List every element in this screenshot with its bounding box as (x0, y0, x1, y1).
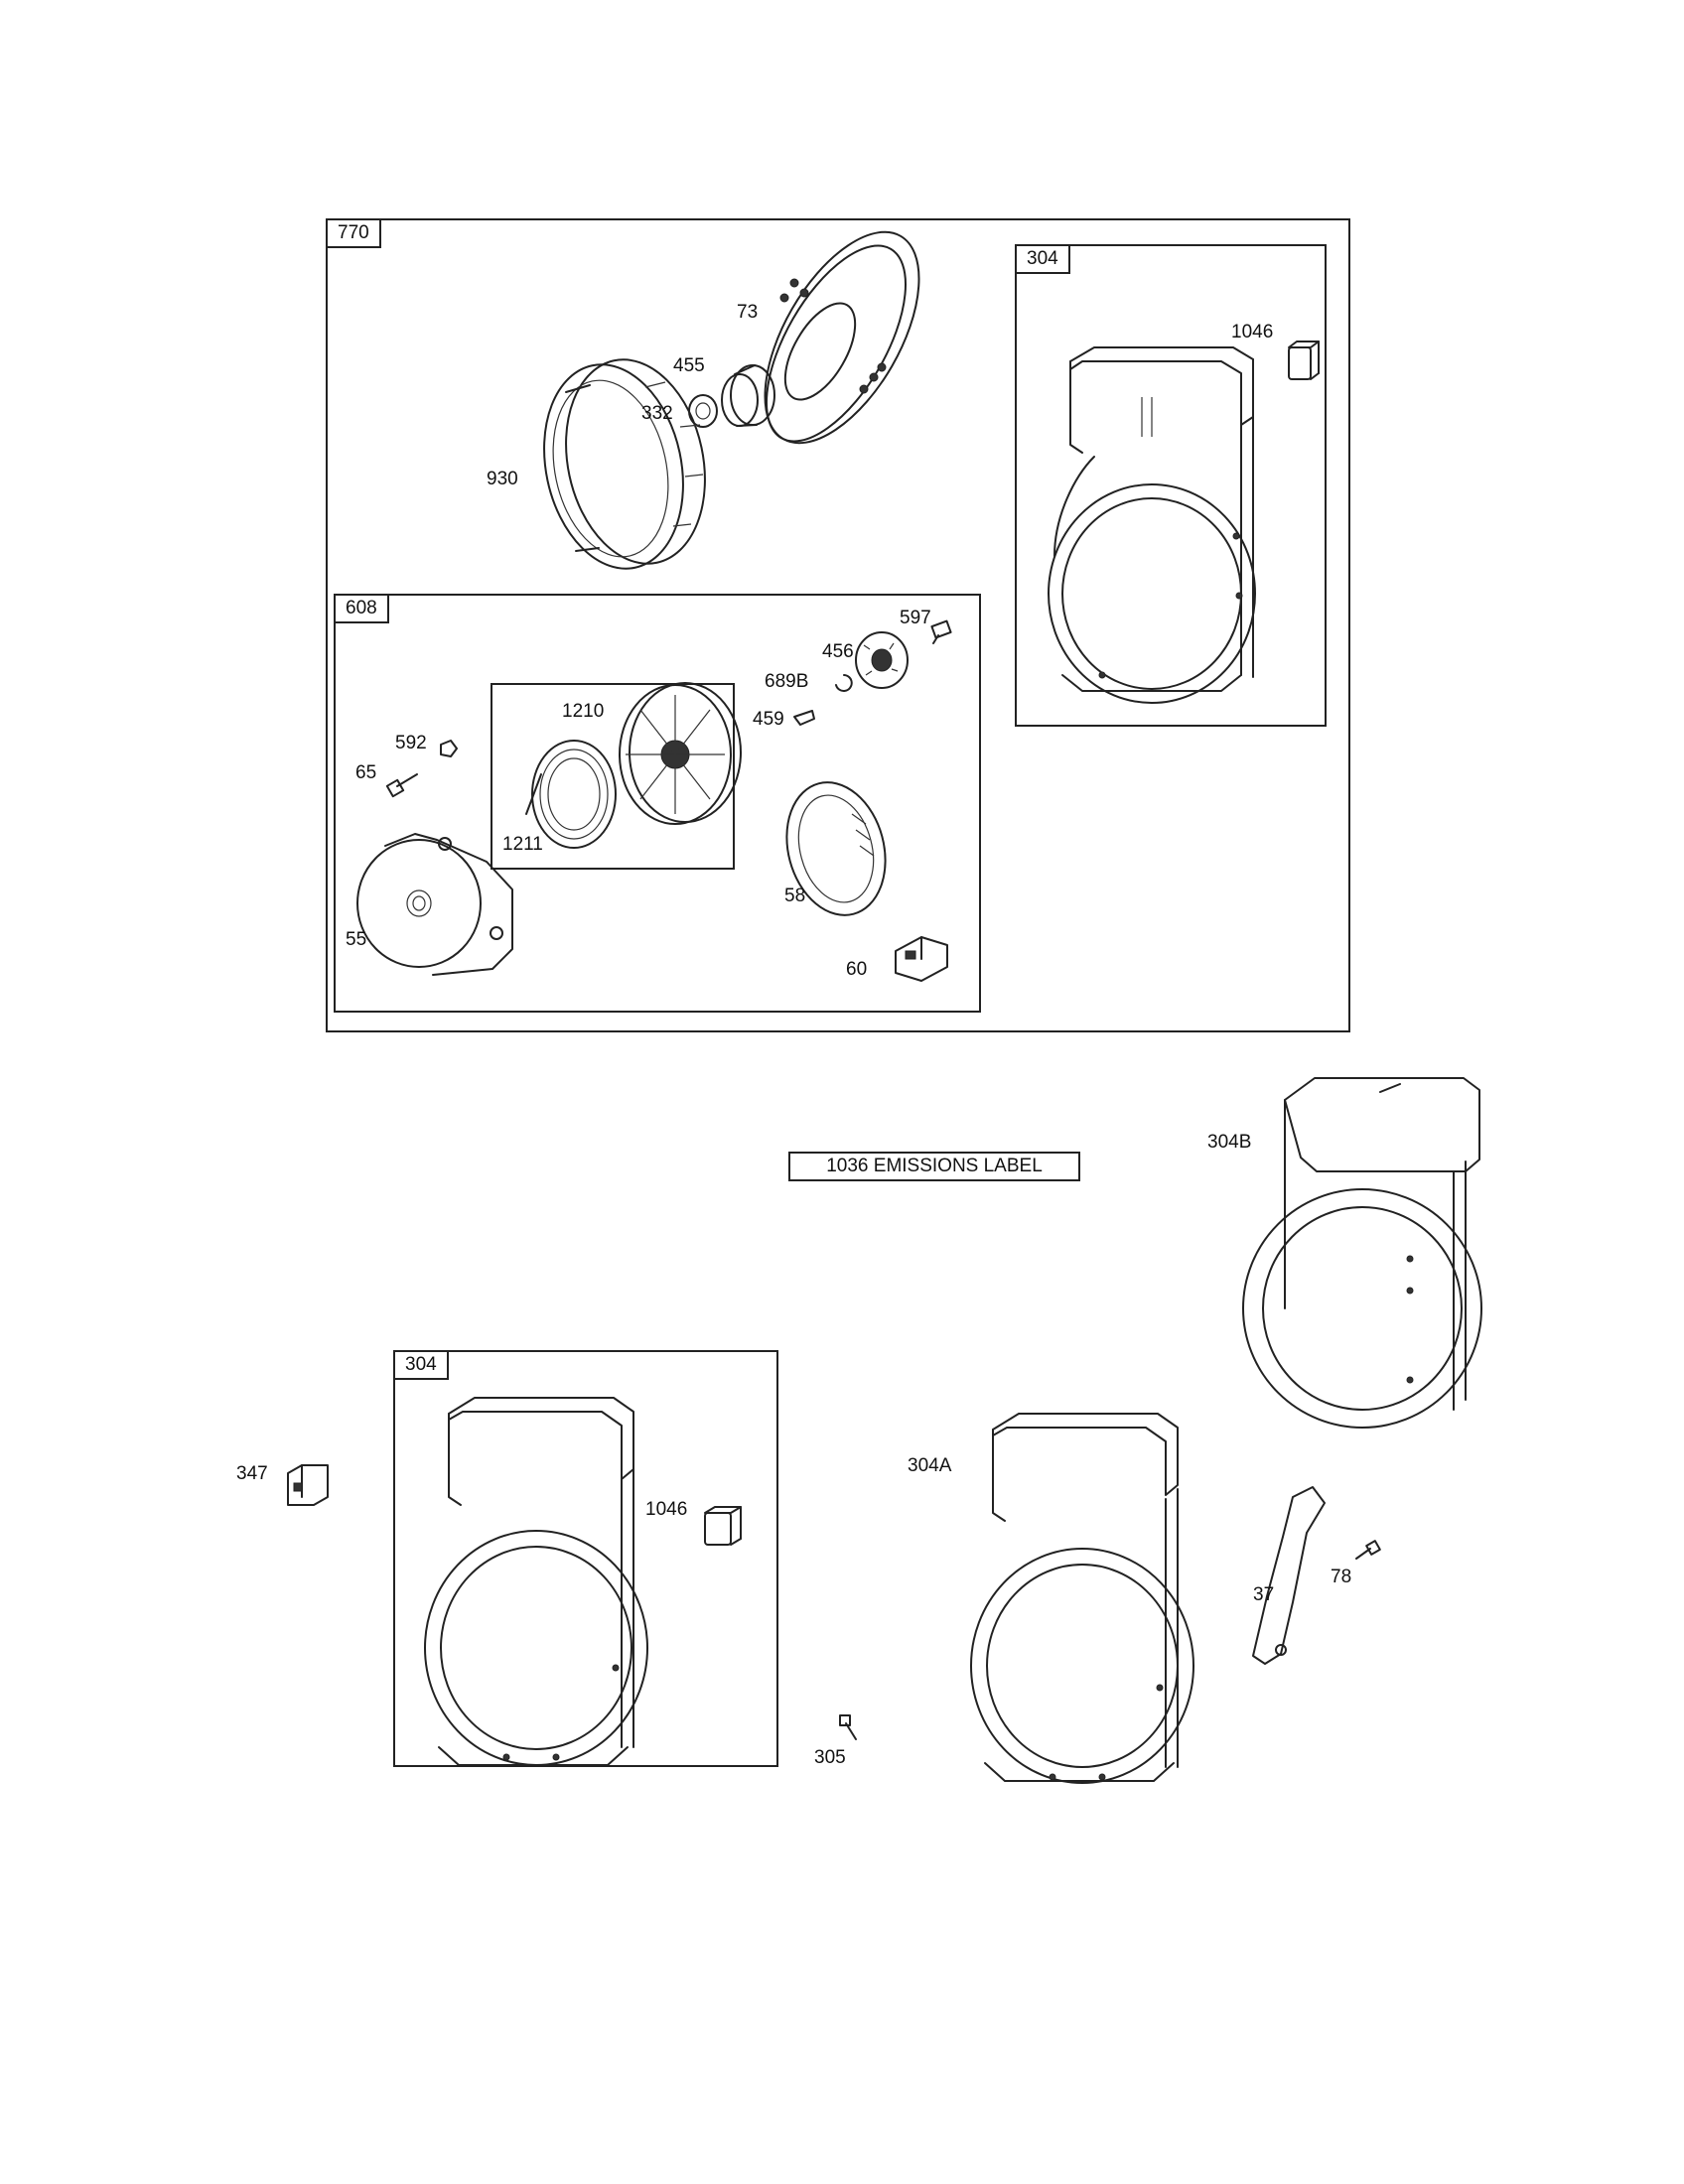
callout-1046-top: 1046 (1231, 322, 1274, 342)
group-box-1210-1211 (491, 683, 735, 870)
callout-304A: 304A (908, 1455, 952, 1476)
screw-part-78 (1355, 1540, 1381, 1560)
callout-597: 597 (900, 608, 931, 628)
recoil-housing-part-55 (356, 833, 513, 976)
blower-housing-part-304B (1242, 1077, 1482, 1429)
callout-347: 347 (236, 1463, 268, 1484)
callout-58: 58 (784, 886, 806, 906)
bolt-part-65 (385, 773, 418, 798)
group-box-304-bottom: 304 (393, 1350, 778, 1767)
bracket-part-347 (287, 1464, 329, 1506)
group-tag-304-bottom: 304 (395, 1352, 449, 1380)
callout-1211: 1211 (502, 834, 543, 855)
drive-plate-part-73 (764, 230, 920, 445)
callout-456: 456 (822, 641, 854, 662)
group-tag-770: 770 (328, 220, 381, 248)
callout-332: 332 (641, 403, 673, 424)
group-tag-304-top: 304 (1017, 246, 1070, 274)
callout-689B: 689B (765, 671, 809, 692)
group-box-770: 770 (326, 218, 1350, 1032)
baffle-part-37 (1252, 1486, 1326, 1665)
clip-part-689B (835, 674, 853, 692)
callout-459: 459 (753, 709, 784, 730)
callout-73: 73 (737, 302, 759, 323)
group-box-304-top: 304 (1015, 244, 1327, 727)
pulley-part-1210 (619, 682, 742, 825)
group-tag-608: 608 (336, 596, 389, 623)
callout-304B: 304B (1207, 1132, 1252, 1153)
callout-305: 305 (814, 1747, 846, 1768)
rotating-screen-part-930 (543, 358, 706, 570)
callout-1046-bottom: 1046 (645, 1499, 688, 1520)
callout-55: 55 (346, 929, 367, 950)
screw-part-305 (839, 1714, 857, 1740)
callout-37: 37 (1253, 1584, 1275, 1605)
group-box-608: 608 (334, 594, 981, 1013)
callout-592: 592 (395, 733, 427, 753)
recoil-spring-part-1211 (525, 740, 617, 849)
handle-part-60 (895, 936, 948, 982)
hub-part-455 (721, 364, 775, 427)
starter-rope-part-58 (785, 781, 887, 916)
blower-housing-part-304-top (1048, 346, 1256, 704)
bracket-part-1046-bottom (704, 1506, 742, 1546)
blower-housing-part-304A (970, 1413, 1194, 1784)
callout-60: 60 (846, 959, 868, 980)
nut-part-592 (440, 740, 458, 757)
callout-455: 455 (673, 355, 705, 376)
blower-housing-part-304-bottom (424, 1397, 648, 1766)
bracket-part-1046-top (1288, 341, 1320, 380)
callout-65: 65 (355, 762, 377, 783)
pawl-part-459 (793, 710, 815, 726)
callout-1210: 1210 (562, 701, 605, 722)
ratchet-part-456 (855, 631, 909, 689)
emissions-label-box: 1036 EMISSIONS LABEL (788, 1152, 1080, 1181)
screw-part-597 (930, 619, 952, 644)
callout-78: 78 (1331, 1567, 1352, 1587)
callout-930: 930 (487, 469, 518, 489)
